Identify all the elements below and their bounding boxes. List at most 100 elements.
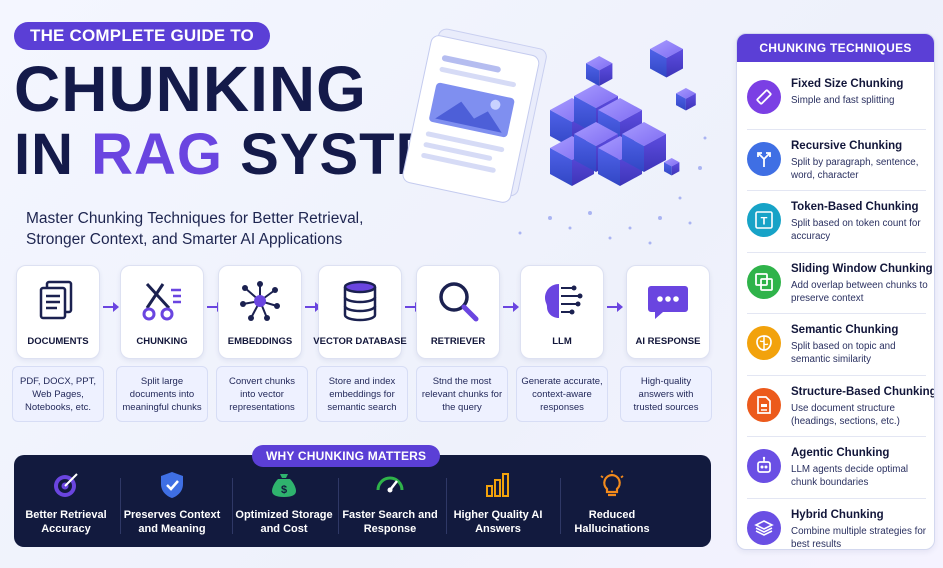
svg-text:$: $ <box>281 484 287 496</box>
technique-description: Simple and fast splitting <box>791 95 895 106</box>
why-divider <box>560 478 561 534</box>
flow-step-ai-response: AI RESPONSE <box>626 265 710 359</box>
why-chunking-panel <box>14 455 711 547</box>
flow-step-llm: LLM <box>520 265 604 359</box>
flow-step-label: AI RESPONSE <box>635 336 701 347</box>
flow-step-label: EMBEDDINGS <box>227 336 293 347</box>
svg-text:T: T <box>761 216 768 228</box>
technique-name: Structure-Based Chunking <box>791 385 935 398</box>
flow-step-retriever: RETRIEVER <box>416 265 500 359</box>
why-item-label: Better Retrieval Accuracy <box>25 509 107 535</box>
brain-icon <box>747 326 781 360</box>
technique-description: Add overlap between chunks to preserve c… <box>791 279 928 304</box>
flow-step-vector-database: VECTOR DATABASE <box>313 265 407 359</box>
flow-step-description: PDF, DOCX, PPT, Web Pages, Notebooks, et… <box>12 366 104 422</box>
why-item: Higher Quality AI Answers <box>442 470 554 540</box>
flow-step-documents: DOCUMENTS <box>16 265 100 359</box>
title-prefix: IN <box>14 122 92 187</box>
flow-step-embeddings: EMBEDDINGS <box>218 265 302 359</box>
layers-icon <box>747 510 781 545</box>
hero-document-cubes-illustration <box>402 28 707 245</box>
technique-description: Use document structure (headings, sectio… <box>791 402 900 427</box>
chat-bubble-icon <box>645 278 691 324</box>
target-icon <box>51 470 81 500</box>
technique-description: Split based on topic and semantic simila… <box>791 341 896 365</box>
text-token-icon: T <box>747 203 781 237</box>
why-item: $ Optimized Storage and Cost <box>228 470 340 540</box>
technique-divider <box>747 190 926 191</box>
technique-name: Sliding Window Chunking <box>791 262 933 275</box>
technique-divider <box>747 313 926 314</box>
guide-badge: THE COMPLETE GUIDE TO <box>14 22 270 50</box>
flow-step-description: Store and index embeddings for semantic … <box>316 366 408 422</box>
flow-step-description: High-quality answers with trusted source… <box>620 366 712 422</box>
technique-name: Token-Based Chunking <box>791 201 919 213</box>
why-item-label: Preserves Context and Meaning <box>123 509 221 535</box>
technique-divider <box>747 128 926 130</box>
chunking-techniques-title: CHUNKING TECHNIQUES <box>737 34 934 62</box>
tree-split-icon <box>747 141 781 176</box>
lightbulb-icon <box>597 470 627 500</box>
technique-divider <box>747 497 926 499</box>
network-icon <box>237 278 283 324</box>
title-line-1: CHUNKING <box>14 53 367 125</box>
technique-name: Hybrid Chunking <box>791 508 884 521</box>
flow-step-description: Convert chunks into vector representatio… <box>216 366 308 422</box>
flow-step-label: RETRIEVER <box>430 336 486 347</box>
magnifier-icon <box>435 278 481 324</box>
why-chunking-title: WHY CHUNKING MATTERS <box>252 445 441 467</box>
money-bag-icon: $ <box>269 470 299 500</box>
ruler-icon <box>747 80 781 114</box>
database-icon <box>337 278 383 324</box>
flow-step-label: VECTOR DATABASE <box>313 336 407 347</box>
speedometer-icon <box>375 470 405 500</box>
technique-name: Agentic Chunking <box>791 447 890 459</box>
why-item: Better Retrieval Accuracy <box>10 470 122 540</box>
flow-step-label: LLM <box>552 336 572 347</box>
scissors-icon <box>139 278 185 324</box>
why-item-label: Optimized Storage and Cost <box>235 509 333 535</box>
technique-divider <box>747 436 926 437</box>
why-item: Preserves Context and Meaning <box>116 470 228 540</box>
document-structure-icon <box>747 387 781 422</box>
flow-step-description: Stnd the most relevant chunks for the qu… <box>416 366 508 422</box>
technique-name: Semantic Chunking <box>791 324 899 336</box>
subtitle: Master Chunking Techniques for Better Re… <box>26 210 364 248</box>
why-divider <box>232 478 233 534</box>
technique-description: Combine multiple strategies for best res… <box>791 525 927 550</box>
technique-description: Split based on token count for accuracy <box>791 218 921 242</box>
why-item-label: Faster Search and Response <box>342 509 438 535</box>
flow-step-description: Generate accurate, context-aware respons… <box>516 366 608 422</box>
flow-arrow-icon <box>606 300 624 312</box>
shield-check-icon <box>157 470 187 500</box>
overlap-windows-icon <box>747 264 781 299</box>
why-item: Reduced Hallucinations <box>556 470 668 540</box>
technique-name: Fixed Size Chunking <box>791 78 904 90</box>
why-divider <box>338 478 339 534</box>
why-item-label: Reduced Hallucinations <box>574 509 650 535</box>
why-item-label: Higher Quality AI Answers <box>453 509 543 535</box>
flow-arrow-icon <box>102 300 120 312</box>
why-divider <box>446 478 447 534</box>
flow-arrow-icon <box>502 300 520 312</box>
why-item: Faster Search and Response <box>334 470 446 540</box>
flow-step-description: Split large documents into meaningful ch… <box>116 366 208 422</box>
documents-icon <box>35 278 81 324</box>
robot-icon <box>747 449 781 483</box>
brain-circuit-icon <box>539 278 585 324</box>
technique-divider <box>747 251 926 253</box>
title-accent: RAG <box>91 122 224 187</box>
why-divider <box>120 478 121 534</box>
flow-step-label: DOCUMENTS <box>27 336 89 347</box>
bar-chart-icon <box>483 470 513 500</box>
technique-description: LLM agents decide optimal chunk boundari… <box>791 464 909 488</box>
technique-name: Recursive Chunking <box>791 139 903 152</box>
